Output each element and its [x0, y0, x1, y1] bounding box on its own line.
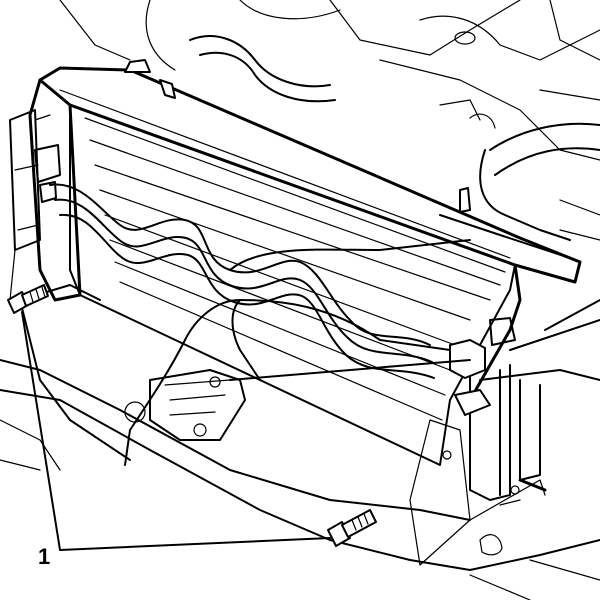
condenser-lines — [49, 183, 471, 379]
engine-bay-background — [59, 0, 600, 241]
callout-label-1: 1 — [38, 544, 51, 569]
lower-cross-member — [0, 284, 600, 600]
mounting-bolt-lower — [327, 509, 377, 547]
radiator — [28, 59, 582, 466]
mounting-bolt-upper-left — [7, 284, 49, 314]
callout-leader-lines — [21, 311, 331, 551]
left-bracket — [9, 109, 41, 301]
horn-and-wiring — [124, 299, 471, 466]
receiver-drier — [409, 299, 600, 566]
